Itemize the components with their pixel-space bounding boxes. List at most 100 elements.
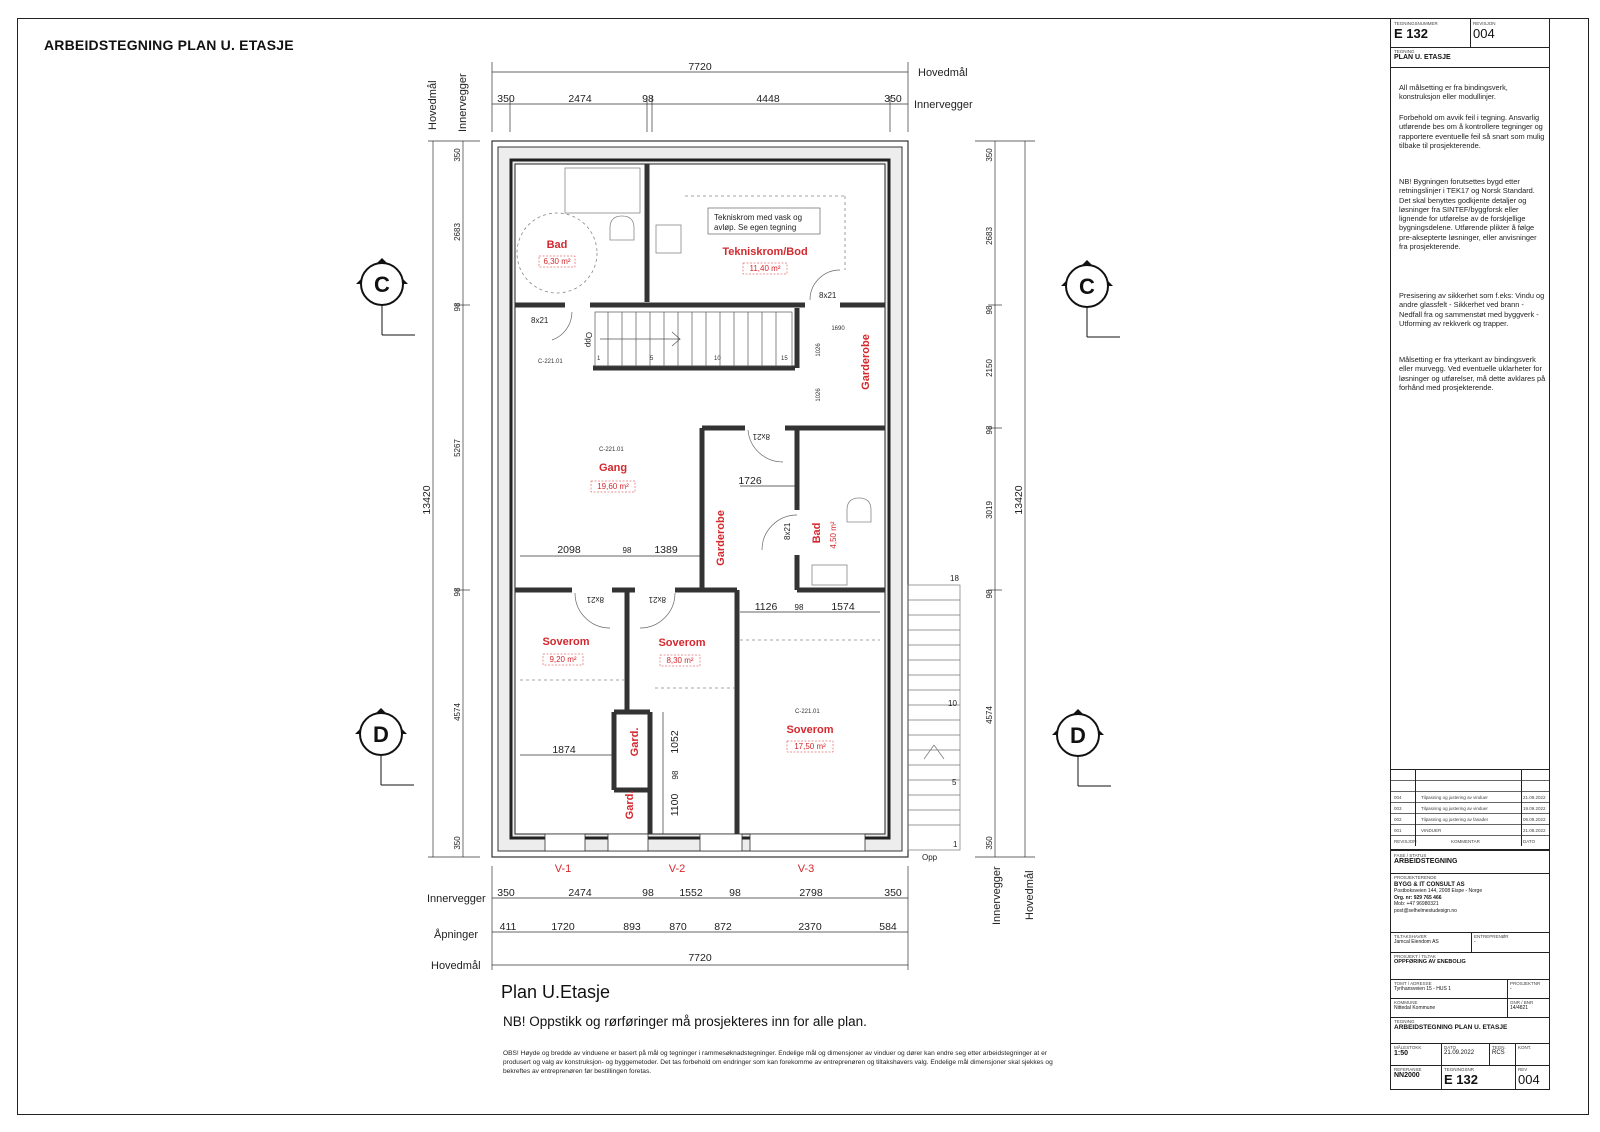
dim-text: 2474 — [568, 93, 592, 105]
dim-text: 2474 — [568, 887, 592, 899]
stair-number: 10 — [714, 356, 721, 362]
drawing-no-label: TEGNINGSNR — [1444, 1067, 1475, 1072]
room-area: 6,30 m² — [543, 257, 570, 266]
note: Forbehold om avvik feil i tegning. Ansva… — [1399, 113, 1545, 150]
client: Jamcal Eiendom AS — [1394, 939, 1439, 945]
project-no-label: PROSJEKTNR — [1510, 981, 1541, 986]
plan-title: Plan U.Etasje — [501, 982, 611, 1002]
dim-row-label: Hovedmål — [431, 960, 481, 972]
dim-text: 1874 — [552, 744, 576, 756]
client-label: TILTAKSHAVER — [1394, 934, 1427, 939]
designer: BYGG & IT CONSULT AS — [1394, 881, 1465, 888]
rev-no: 004 — [1394, 795, 1402, 800]
dim-row-label: Hovedmål — [1024, 870, 1036, 920]
room-name: Garderobe — [715, 510, 727, 566]
dim-text: 98 — [671, 770, 680, 779]
external-stair — [907, 584, 961, 851]
date-label: DATO — [1444, 1045, 1457, 1050]
drawing-label: TEGNING — [1394, 1019, 1415, 1024]
fixtures — [516, 167, 880, 689]
dim-text: 98 — [642, 887, 654, 899]
contractor-label: ENTREPRENØR — [1474, 934, 1509, 939]
contractor: - — [1474, 939, 1476, 945]
revision-label: REVISJON — [1473, 21, 1496, 26]
rev-no: 002 — [1394, 817, 1402, 822]
dim-text: 350 — [453, 836, 462, 850]
dim-text: 1389 — [654, 544, 678, 556]
revision: 004 — [1473, 26, 1495, 41]
dim-text: 4448 — [756, 93, 780, 105]
rev-date: 21.09.2022 — [1523, 795, 1546, 800]
check-label: KONT. — [1518, 1045, 1532, 1050]
tech-note-box — [707, 207, 821, 235]
dim-text: 13420 — [421, 485, 433, 514]
dim-row-label: Innervegger — [991, 866, 1003, 925]
dim-text: 2798 — [799, 887, 823, 899]
tech-note-line: avløp. Se egen tegning — [714, 223, 796, 232]
note: Målsetting er fra ytterkant av bindingsv… — [1399, 355, 1546, 392]
revision: 004 — [1518, 1072, 1540, 1087]
municipality: Nittedal Kommune — [1394, 1005, 1436, 1011]
note: All målsetting er fra bindingsverk, kons… — [1399, 83, 1508, 102]
door-swings — [551, 269, 841, 629]
room-area: 17,50 m² — [794, 742, 826, 751]
plan-fine-print: OBS! Høyde og bredde av vinduene er base… — [503, 1050, 1053, 1075]
dim-text: 350 — [884, 93, 902, 105]
rev-date: 21.08.2022 — [1523, 828, 1546, 833]
dim-text: 1720 — [551, 921, 575, 933]
gnr: 14/4821 — [1510, 1005, 1529, 1011]
dim-text: 4574 — [985, 706, 994, 724]
dim-text: 1052 — [669, 730, 681, 754]
dim-text: 350 — [884, 887, 902, 899]
dim-text: 98 — [453, 587, 462, 596]
dim-row-label: Hovedmål — [427, 80, 439, 130]
room-name: Bad — [811, 523, 823, 544]
dim-text: 1552 — [679, 887, 703, 899]
door-tag: 8x21 — [819, 291, 837, 300]
phase-label: FASE / STATUS — [1394, 853, 1427, 858]
stair-number: 18 — [950, 574, 959, 583]
rev-date: 06.09.2022 — [1523, 817, 1546, 822]
designer-line: post@selhelmestudesign.no — [1394, 907, 1457, 914]
dim-text: 7720 — [688, 61, 712, 73]
rev-date: 19.09.2022 — [1523, 806, 1546, 811]
section-label: C — [1079, 274, 1095, 299]
dim-text: 1726 — [738, 475, 762, 487]
drawing-title: ARBEIDSTEGNING PLAN U. ETASJE — [44, 37, 294, 53]
dim-text: 2150 — [985, 359, 994, 377]
section-marker-d-right: D — [1052, 709, 1111, 787]
phase: ARBEIDSTEGNING — [1394, 858, 1458, 865]
dim-text: 1126 — [755, 601, 778, 613]
section-marker-c-left: C — [356, 258, 415, 336]
drawn-label: TEGN. — [1492, 1045, 1506, 1050]
dim-text: 872 — [714, 921, 732, 933]
dim-text: 7720 — [688, 952, 712, 964]
dim-text: 98 — [795, 603, 804, 612]
dim-text: 1690 — [831, 326, 845, 332]
door-tag: 8x21 — [783, 522, 792, 540]
dim-text: 2683 — [453, 223, 462, 241]
drawing-no-label: TEGNINGSNUMMER — [1394, 21, 1438, 26]
dim-text: 98 — [985, 305, 994, 314]
drawing: ARBEIDSTEGNING PLAN U. ETASJE — [1394, 1024, 1508, 1031]
floor-plan: C C D D 7720 Hovedmål Innervegger 350 24… — [355, 61, 1120, 972]
dim-text: 1026 — [816, 343, 822, 357]
section-marker-d-left: D — [355, 708, 414, 786]
stair-number: 1 — [597, 356, 601, 362]
dimension-lines — [428, 62, 1035, 970]
note: Presisering av sikkerhet som f.eks: Vind… — [1399, 291, 1545, 328]
dim-text: 3019 — [985, 501, 994, 519]
ref-label: REFERANSE — [1394, 1067, 1422, 1072]
dim-text: 870 — [669, 921, 687, 933]
dim-row-label: Innervegger — [914, 99, 973, 111]
dim-text: 13420 — [1013, 485, 1025, 514]
ref-tag: C-221.01 — [795, 709, 820, 715]
dim-text: 350 — [985, 148, 994, 162]
door-tag: 8x21 — [586, 595, 604, 604]
dim-text: 4574 — [453, 703, 462, 721]
dim-text: 98 — [985, 425, 994, 434]
stair-number: 1 — [953, 840, 958, 849]
rev-no: 003 — [1394, 806, 1402, 811]
dim-text: 5267 — [453, 439, 462, 457]
